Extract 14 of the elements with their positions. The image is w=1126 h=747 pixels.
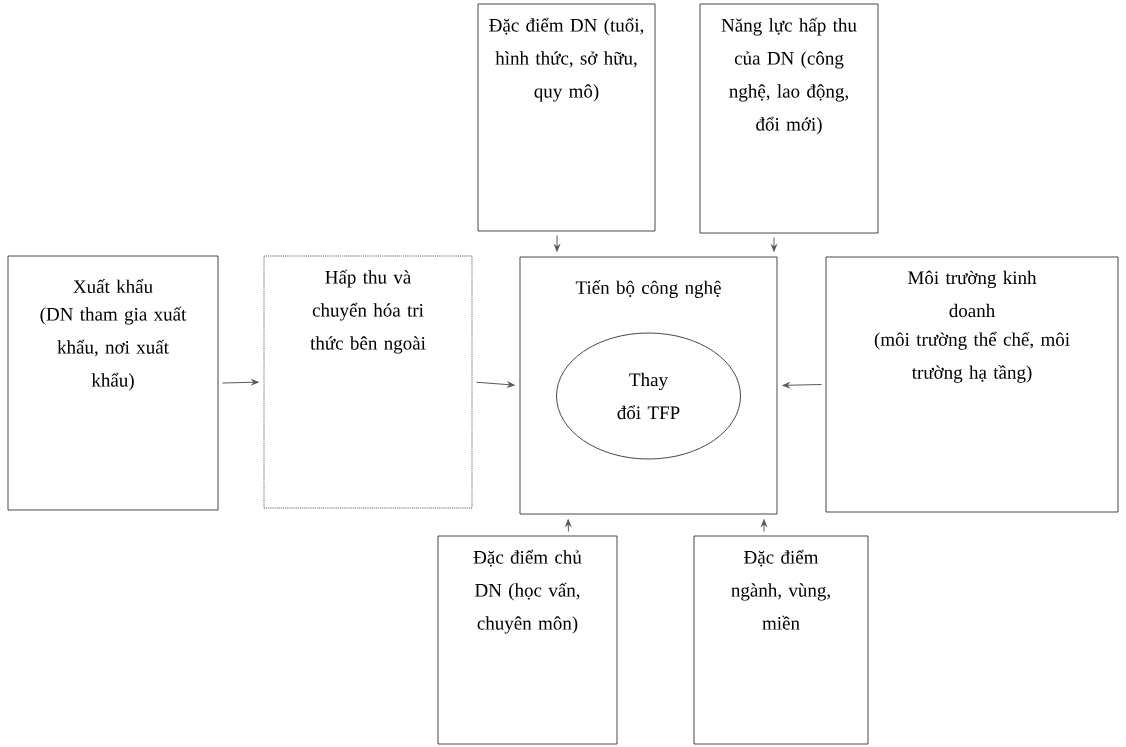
arrow — [221, 379, 259, 386]
process-box: Đặc điểm DN (tuổi, hình thức, sở hữu, quy mô) — [477, 3, 656, 232]
process-box: Môi trường kinh doanh (môi trường thể chế, môi trường hạ tầng) — [825, 256, 1119, 513]
arrow — [565, 519, 572, 533]
process-box: Hấp thu và chuyển hóa tri thức bên ngoài — [263, 255, 473, 509]
arrow — [771, 236, 777, 252]
process-box: Năng lực hấp thu của DN (công nghệ, lao động, đổi mới) — [699, 3, 879, 234]
arrow — [475, 381, 515, 388]
process-box: Đặc điểm chủ DN (học vấn, chuyên môn) — [437, 535, 618, 745]
arrow — [782, 382, 823, 389]
process-box: Đặc điểm ngành, vùng, miền — [693, 535, 869, 745]
arrow — [761, 519, 767, 533]
arrow — [554, 234, 560, 252]
process-box: Xuất khẩu (DN tham gia xuất khẩu, nơi xuất khẩu) — [7, 255, 219, 511]
